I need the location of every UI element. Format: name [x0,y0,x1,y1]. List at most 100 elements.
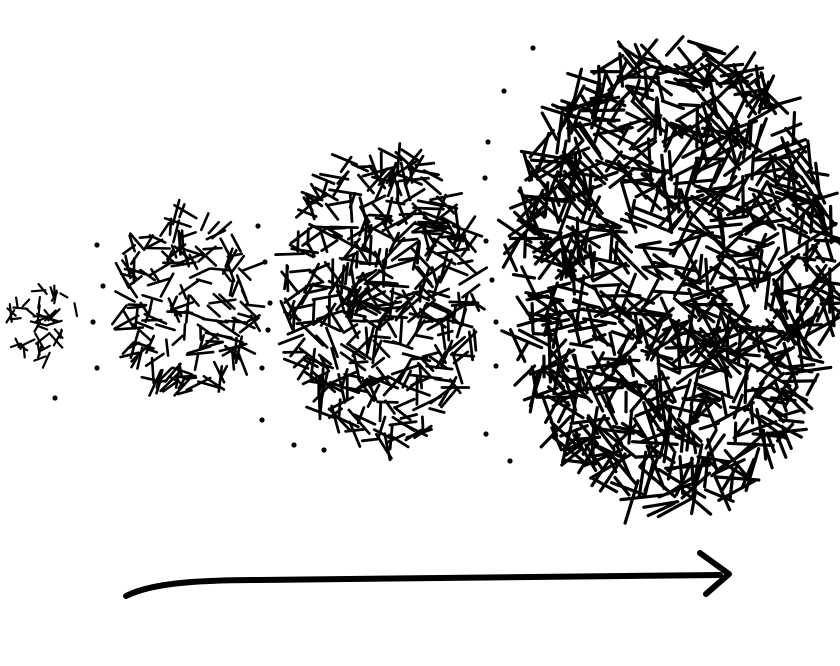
fiber-stroke [728,342,759,365]
fiber-stroke [185,376,212,392]
fiber-stroke [336,170,350,185]
fiber-stroke [758,74,776,108]
fiber-stroke [348,253,356,277]
fiber-stroke [325,326,339,359]
fiber-stroke [409,373,443,381]
fiber-stroke [573,230,619,245]
fiber-stroke [368,164,387,190]
fiber-stroke [36,324,49,331]
fiber-stroke [111,304,128,326]
fiber-stroke [435,350,448,370]
fiber-stroke [617,159,648,200]
fiber-stroke [642,500,680,509]
fiber-stroke [148,234,167,244]
fiber-stroke [813,238,840,243]
fiber-stroke [572,297,597,310]
fiber-stroke [53,328,64,339]
fiber-stroke [328,369,360,385]
fiber-stroke [394,150,416,171]
fiber-stroke [776,156,804,180]
fiber-stroke [356,406,366,425]
fiber-stroke [556,401,570,424]
fiber-stroke [309,182,323,202]
fiber-stroke [128,234,136,253]
fiber-stroke [666,205,691,233]
fiber-stroke [584,86,627,108]
fiber-stroke [352,413,377,426]
dot [267,300,273,306]
fiber-stroke [33,355,47,362]
fiber-stroke [159,366,174,381]
fiber-stroke [662,117,684,139]
fiber-stroke [279,299,294,331]
fiber-stroke [30,289,47,293]
fiber-stroke [690,194,724,212]
fiber-stroke [634,186,655,199]
fiber-stroke [571,262,577,296]
fiber-stroke [231,316,256,330]
fiber-stroke [560,146,591,160]
fiber-stroke [560,99,593,113]
fiber-stroke [277,333,305,346]
fiber-stroke [778,408,804,418]
fiber-stroke [620,421,645,439]
fiber-stroke [298,347,326,369]
fiber-stroke [37,282,48,295]
fiber-stroke [170,261,197,268]
fiber-stroke [779,260,800,290]
fiber-stroke [416,199,445,208]
fiber-stroke [209,267,233,272]
fiber-stroke [384,196,394,227]
fiber-stroke [208,298,237,305]
fiber-stroke [670,132,697,168]
fiber-stroke [715,111,743,150]
fiber-stroke [741,457,756,488]
fiber-stroke [49,286,55,297]
fiber-stroke [301,357,319,369]
fiber-stroke [178,278,201,296]
fiber-stroke [230,279,240,298]
fiber-stroke [744,206,777,236]
fiber-stroke [405,319,426,348]
fiber-stroke [390,240,420,262]
fiber-stroke [311,225,332,230]
fiber-stroke [701,104,717,138]
fiber-stroke [659,370,677,404]
fiber-stroke [677,378,692,418]
fiber-stroke [226,252,244,258]
fiber-stroke [657,467,684,486]
fiber-stroke [372,428,393,440]
fiber-stroke [824,236,835,262]
fiber-stroke [621,178,661,189]
fiber-stroke [591,122,635,146]
scattered-dots [52,45,536,464]
fiber-stroke [435,193,448,220]
fiber-stroke [397,256,421,262]
fiber-stroke [702,222,743,230]
fiber-stroke [461,233,471,252]
fiber-stroke [573,353,583,392]
fiber-stroke [413,265,434,289]
fiber-stroke [801,257,819,277]
fiber-stroke [754,64,762,99]
fiber-stroke [781,223,789,257]
fiber-stroke [765,181,811,203]
fiber-stroke [755,407,764,436]
fiber-stroke [576,386,624,390]
fiber-stroke [285,264,290,293]
fiber-stroke [364,223,395,241]
fiber-stroke [167,297,181,323]
fiber-stroke [382,373,404,397]
fiber-stroke [150,268,161,284]
fiber-stroke [173,245,191,261]
fiber-stroke [756,189,772,208]
fiber-stroke [172,219,181,244]
fiber-stroke [456,291,462,310]
fiber-stroke [33,321,42,333]
fiber-stroke [247,313,261,323]
fiber-stroke [411,202,429,220]
fiber-stroke [409,387,431,397]
fiber-stroke [422,211,446,223]
fiber-stroke [381,280,399,286]
fiber-stroke [704,257,710,300]
